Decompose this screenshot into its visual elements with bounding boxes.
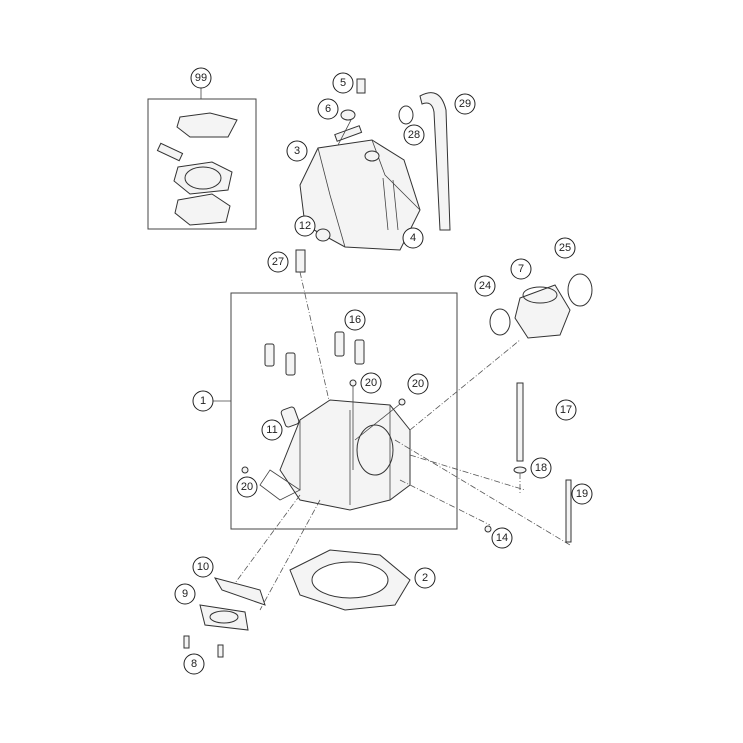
bolt-5 bbox=[356, 78, 366, 94]
svg-text:4: 4 bbox=[410, 232, 416, 244]
svg-text:10: 10 bbox=[197, 561, 209, 573]
clamp-25 bbox=[567, 273, 593, 307]
svg-text:25: 25 bbox=[559, 242, 571, 254]
svg-text:28: 28 bbox=[408, 129, 420, 141]
callout-99: 99 bbox=[190, 67, 212, 89]
callout-29: 29 bbox=[454, 93, 476, 115]
svg-text:16: 16 bbox=[349, 314, 361, 326]
callout-3: 3 bbox=[286, 140, 308, 162]
svg-text:14: 14 bbox=[496, 532, 508, 544]
hose-29 bbox=[419, 92, 451, 231]
callout-18: 18 bbox=[530, 457, 552, 479]
svg-text:20: 20 bbox=[412, 378, 424, 390]
svg-text:2: 2 bbox=[422, 572, 428, 584]
svg-text:24: 24 bbox=[479, 280, 491, 292]
svg-text:20: 20 bbox=[365, 377, 377, 389]
valve-guides-16 bbox=[264, 331, 365, 376]
callout-17: 17 bbox=[555, 399, 577, 421]
callout-6: 6 bbox=[317, 98, 339, 120]
svg-text:5: 5 bbox=[340, 77, 346, 89]
callout-4: 4 bbox=[402, 227, 424, 249]
valve-cover bbox=[299, 125, 421, 251]
svg-text:27: 27 bbox=[272, 256, 284, 268]
svg-text:7: 7 bbox=[518, 263, 524, 275]
sensor-27 bbox=[295, 249, 306, 273]
gasket-10 bbox=[213, 577, 266, 606]
flange-9 bbox=[199, 604, 249, 631]
svg-text:18: 18 bbox=[535, 462, 547, 474]
callout-9: 9 bbox=[174, 583, 196, 605]
cylinder-head bbox=[259, 399, 411, 511]
callout-7: 7 bbox=[510, 258, 532, 280]
callout-16: 16 bbox=[344, 309, 366, 331]
bolt-19 bbox=[565, 479, 572, 543]
svg-text:12: 12 bbox=[299, 220, 311, 232]
svg-text:8: 8 bbox=[191, 658, 197, 670]
callout-14: 14 bbox=[491, 527, 513, 549]
svg-text:3: 3 bbox=[294, 145, 300, 157]
callout-1: 1 bbox=[192, 390, 214, 412]
gasket-kit-box bbox=[147, 98, 257, 230]
svg-text:29: 29 bbox=[459, 98, 471, 110]
callout-20: 20 bbox=[360, 372, 382, 394]
clamp-28 bbox=[398, 105, 414, 125]
intake-boot-7 bbox=[514, 284, 571, 339]
svg-text:9: 9 bbox=[182, 588, 188, 600]
callout-28: 28 bbox=[403, 124, 425, 146]
head-gasket-2 bbox=[289, 549, 411, 611]
bolts-8 bbox=[183, 635, 224, 658]
callout-2: 2 bbox=[414, 567, 436, 589]
screw-14 bbox=[484, 525, 492, 533]
callout-19: 19 bbox=[571, 483, 593, 505]
callout-12: 12 bbox=[294, 215, 316, 237]
svg-text:6: 6 bbox=[325, 103, 331, 115]
svg-text:19: 19 bbox=[576, 488, 588, 500]
svg-text:20: 20 bbox=[241, 481, 253, 493]
callout-11: 11 bbox=[261, 419, 283, 441]
callout-20: 20 bbox=[407, 373, 429, 395]
svg-text:17: 17 bbox=[560, 404, 572, 416]
washer-6 bbox=[340, 109, 356, 121]
svg-text:11: 11 bbox=[266, 424, 277, 436]
washer-18 bbox=[513, 466, 527, 474]
screw-20 bbox=[241, 379, 406, 474]
callout-5: 5 bbox=[332, 72, 354, 94]
sleeve-11 bbox=[280, 406, 300, 428]
callout-20: 20 bbox=[236, 476, 258, 498]
callout-8: 8 bbox=[183, 653, 205, 675]
svg-text:99: 99 bbox=[195, 72, 207, 84]
cylinder-head-box bbox=[230, 292, 458, 530]
clamp-24 bbox=[489, 308, 511, 336]
stud-17 bbox=[516, 382, 524, 462]
plug-12 bbox=[315, 228, 331, 242]
callout-24: 24 bbox=[474, 275, 496, 297]
svg-text:1: 1 bbox=[200, 395, 206, 407]
callout-25: 25 bbox=[554, 237, 576, 259]
callout-27: 27 bbox=[267, 251, 289, 273]
gasket-kit-parts bbox=[156, 112, 238, 226]
callout-10: 10 bbox=[192, 556, 214, 578]
